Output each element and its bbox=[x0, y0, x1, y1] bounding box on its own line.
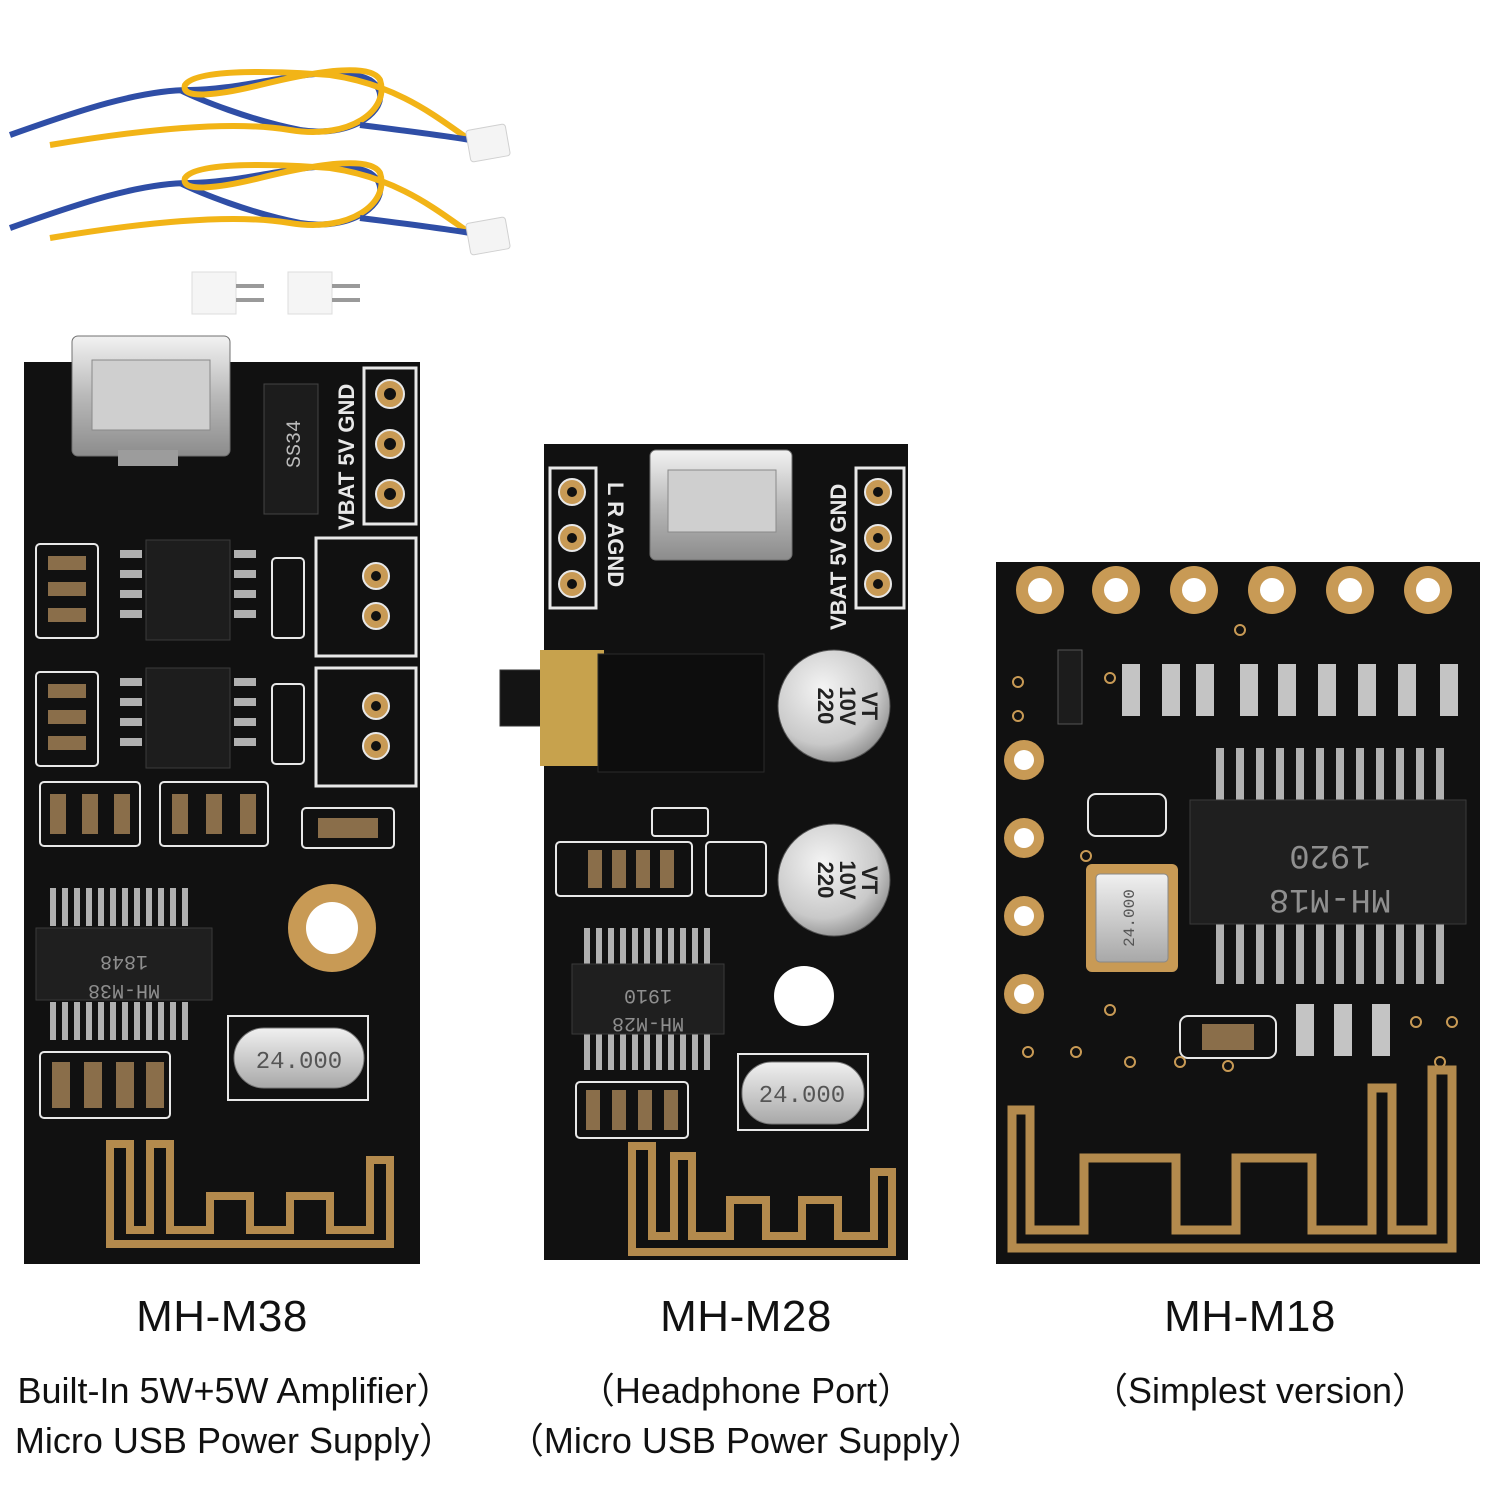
svg-text:1910: 1910 bbox=[624, 983, 672, 1006]
desc-line-m38-2: Micro USB Power Supply） bbox=[14, 1420, 456, 1461]
model-name-m18: MH-M18 bbox=[1164, 1292, 1336, 1341]
svg-text:1920: 1920 bbox=[1289, 835, 1371, 873]
svg-text:MH-M28: MH-M28 bbox=[612, 1011, 684, 1034]
desc-line-m18-1: （Simplest version） bbox=[1091, 1370, 1429, 1411]
svg-text:L R AGND: L R AGND bbox=[603, 482, 628, 587]
svg-text:220: 220 bbox=[813, 688, 838, 725]
svg-text:24.000: 24.000 bbox=[1121, 889, 1139, 947]
svg-text:24.000: 24.000 bbox=[759, 1083, 845, 1110]
svg-text:MH-M38: MH-M38 bbox=[88, 978, 160, 1001]
jst-headers bbox=[191, 271, 360, 315]
board-mh-m18: 1920 MH-M18 24.000 bbox=[996, 562, 1480, 1264]
svg-text:VBAT 5V GND: VBAT 5V GND bbox=[826, 484, 851, 630]
svg-text:VT: VT bbox=[857, 692, 882, 721]
svg-text:VBAT 5V GND: VBAT 5V GND bbox=[334, 384, 359, 530]
svg-text:1848: 1848 bbox=[100, 949, 148, 972]
svg-text:24.000: 24.000 bbox=[256, 1049, 342, 1076]
model-name-m38: MH-M38 bbox=[136, 1292, 308, 1341]
svg-text:VT: VT bbox=[857, 866, 882, 895]
jst-cable-1 bbox=[8, 67, 511, 163]
svg-text:220: 220 bbox=[813, 862, 838, 899]
capacitor: 220 10V VT bbox=[777, 649, 891, 763]
board-mh-m38: SS34 VBAT 5V GND bbox=[24, 335, 420, 1264]
desc-line-m28-1: （Headphone Port） bbox=[578, 1370, 914, 1411]
svg-text:10V: 10V bbox=[835, 686, 860, 725]
capacitor: 220 10V VT bbox=[777, 823, 891, 937]
svg-text:SS34: SS34 bbox=[284, 420, 307, 468]
product-photo: SS34 VBAT 5V GND bbox=[8, 67, 1480, 1264]
svg-text:10V: 10V bbox=[835, 860, 860, 899]
usb-connector bbox=[71, 335, 231, 466]
svg-text:MH-M18: MH-M18 bbox=[1269, 879, 1391, 917]
jst-cable-2 bbox=[8, 160, 511, 256]
desc-line-m38-1: Built-In 5W+5W Amplifier） bbox=[17, 1370, 453, 1411]
board-mh-m28: L R AGND VBAT 5V GND 220 10V VT 220 10V … bbox=[499, 444, 908, 1260]
model-name-m28: MH-M28 bbox=[660, 1292, 832, 1341]
desc-line-m28-2: （Micro USB Power Supply） bbox=[507, 1420, 985, 1461]
